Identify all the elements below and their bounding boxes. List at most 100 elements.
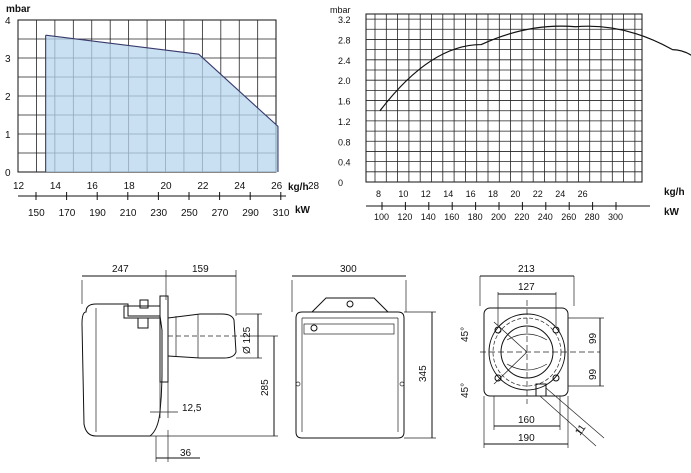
dim-99-bottom: 99 xyxy=(588,368,599,380)
chart2-ytick: 1.2 xyxy=(338,117,351,127)
chart1-ylabel: mbar xyxy=(6,4,31,15)
chart2-xtick: 22 xyxy=(533,189,543,199)
chart1-ytick: 2 xyxy=(5,92,11,103)
chart1-kw-tick: 290 xyxy=(242,208,259,219)
chart1-xtick: 20 xyxy=(161,181,173,192)
dim-36: 36 xyxy=(180,448,192,459)
chart2-series-line xyxy=(379,25,691,112)
flange-plate xyxy=(159,295,169,383)
chart2-kw-tick: 300 xyxy=(608,212,623,222)
chart1-ytick: 4 xyxy=(5,16,11,27)
dim-dia-125: Ø 125 xyxy=(242,326,253,354)
dim-345: 345 xyxy=(418,365,429,382)
flange-inner-ribs xyxy=(506,333,548,371)
chart2-frame xyxy=(365,13,643,183)
chart2-ytick: 2.4 xyxy=(338,56,351,66)
flange-hole-tl xyxy=(494,326,502,334)
chart2-kw-tick: 280 xyxy=(585,212,600,222)
chart1-ytick: 3 xyxy=(5,54,11,65)
chart2-x-unit: kg/h xyxy=(664,187,685,198)
chart1-area-line xyxy=(45,34,279,172)
chart2-ytick: 3.2 xyxy=(338,15,351,25)
flange-45-bottom-line xyxy=(493,351,528,385)
chart1-kw-tick: 150 xyxy=(28,208,45,219)
chart1-xtick: 16 xyxy=(87,181,99,192)
flange-hole-tr xyxy=(552,326,560,334)
chart2-kw-tick: 180 xyxy=(468,212,483,222)
chart2-xtick: 26 xyxy=(578,189,588,199)
chart2-ytick: 2.8 xyxy=(338,35,351,45)
chart1-ytick: 1 xyxy=(5,130,11,141)
chart1-area xyxy=(45,34,279,173)
chart1-kw-tick: 170 xyxy=(59,208,76,219)
dim-11: 11 xyxy=(573,423,588,438)
chart1-xtick: 28 xyxy=(308,181,320,192)
chart2-xtick: 8 xyxy=(376,189,381,199)
chart1-kw-tick: 230 xyxy=(150,208,167,219)
chart2-xtick: 24 xyxy=(555,189,565,199)
chart1-secondary-x-unit: kW xyxy=(295,205,311,216)
chart1-kw-tick: 250 xyxy=(181,208,198,219)
front-body xyxy=(295,311,405,439)
angle-45-bottom: 45° xyxy=(460,383,471,398)
front-body-inner xyxy=(301,317,399,432)
chart2-kw-tick: 140 xyxy=(421,212,436,222)
chart2-kw-tick: 160 xyxy=(444,212,459,222)
chart1-x-unit: kg/h xyxy=(288,182,309,193)
front-top-band xyxy=(303,323,395,335)
chart1-ytick: 0 xyxy=(5,168,11,179)
body-screw xyxy=(137,317,149,329)
front-top-flange xyxy=(311,297,389,313)
chart2-kw-tick: 200 xyxy=(491,212,506,222)
body-knob xyxy=(139,299,149,309)
chart2-xtick: 14 xyxy=(443,189,453,199)
chart2-kw-tick: 220 xyxy=(514,212,529,222)
burner-side-view: 247 159 Ø 125 285 12,5 36 xyxy=(81,264,278,462)
chart2-ytick: 0.4 xyxy=(338,158,351,168)
chart2-xtick: 16 xyxy=(466,189,476,199)
flange-tab xyxy=(535,383,547,397)
flange-hole-br xyxy=(552,374,560,382)
dim-190: 190 xyxy=(518,433,535,444)
dim-99-top: 99 xyxy=(588,332,599,344)
chart2-kw-tick: 240 xyxy=(538,212,553,222)
chart2-kw-tick: 120 xyxy=(397,212,412,222)
chart2-xtick: 18 xyxy=(488,189,498,199)
dim-12-5: 12,5 xyxy=(182,403,202,414)
chart1-xtick: 18 xyxy=(124,181,136,192)
chart2-ytick: 0 xyxy=(338,178,343,188)
dim-285: 285 xyxy=(260,379,271,396)
angle-45-top: 45° xyxy=(460,327,471,342)
chart2-ytick: 0.8 xyxy=(338,137,351,147)
chart2-xtick: 10 xyxy=(398,189,408,199)
chart2-curve xyxy=(379,25,691,112)
chart2-kw-tick: 100 xyxy=(374,212,389,222)
dim-127: 127 xyxy=(518,282,535,293)
chart2-ytick: 1.6 xyxy=(338,97,351,107)
burner-front-view: 300 345 xyxy=(291,264,436,439)
flange-view: 45° 45° 11 213 127 99 99 160 190 xyxy=(460,264,605,448)
chart1-xtick: 24 xyxy=(234,181,246,192)
chart1-xtick: 26 xyxy=(271,181,283,192)
chart2-ytick: 2.0 xyxy=(338,76,351,86)
dim-247: 247 xyxy=(112,264,129,275)
dim-160: 160 xyxy=(518,415,535,426)
front-top-bolt xyxy=(346,300,354,308)
chart2-xtick: 12 xyxy=(421,189,431,199)
chart1-kw-tick: 190 xyxy=(89,208,106,219)
chart1-area-fill xyxy=(45,35,278,173)
dim-300: 300 xyxy=(340,264,357,275)
chart2-xtick: 20 xyxy=(510,189,520,199)
dim-213: 213 xyxy=(518,264,535,275)
front-screw xyxy=(310,324,318,332)
front-hole-left xyxy=(295,381,301,387)
chart2-secondary-x-unit: kW xyxy=(664,207,680,218)
chart1-xtick: 14 xyxy=(50,181,62,192)
leader-11-a xyxy=(545,387,605,439)
chart2-kw-tick: 260 xyxy=(561,212,576,222)
chart1-kw-tick: 210 xyxy=(120,208,137,219)
